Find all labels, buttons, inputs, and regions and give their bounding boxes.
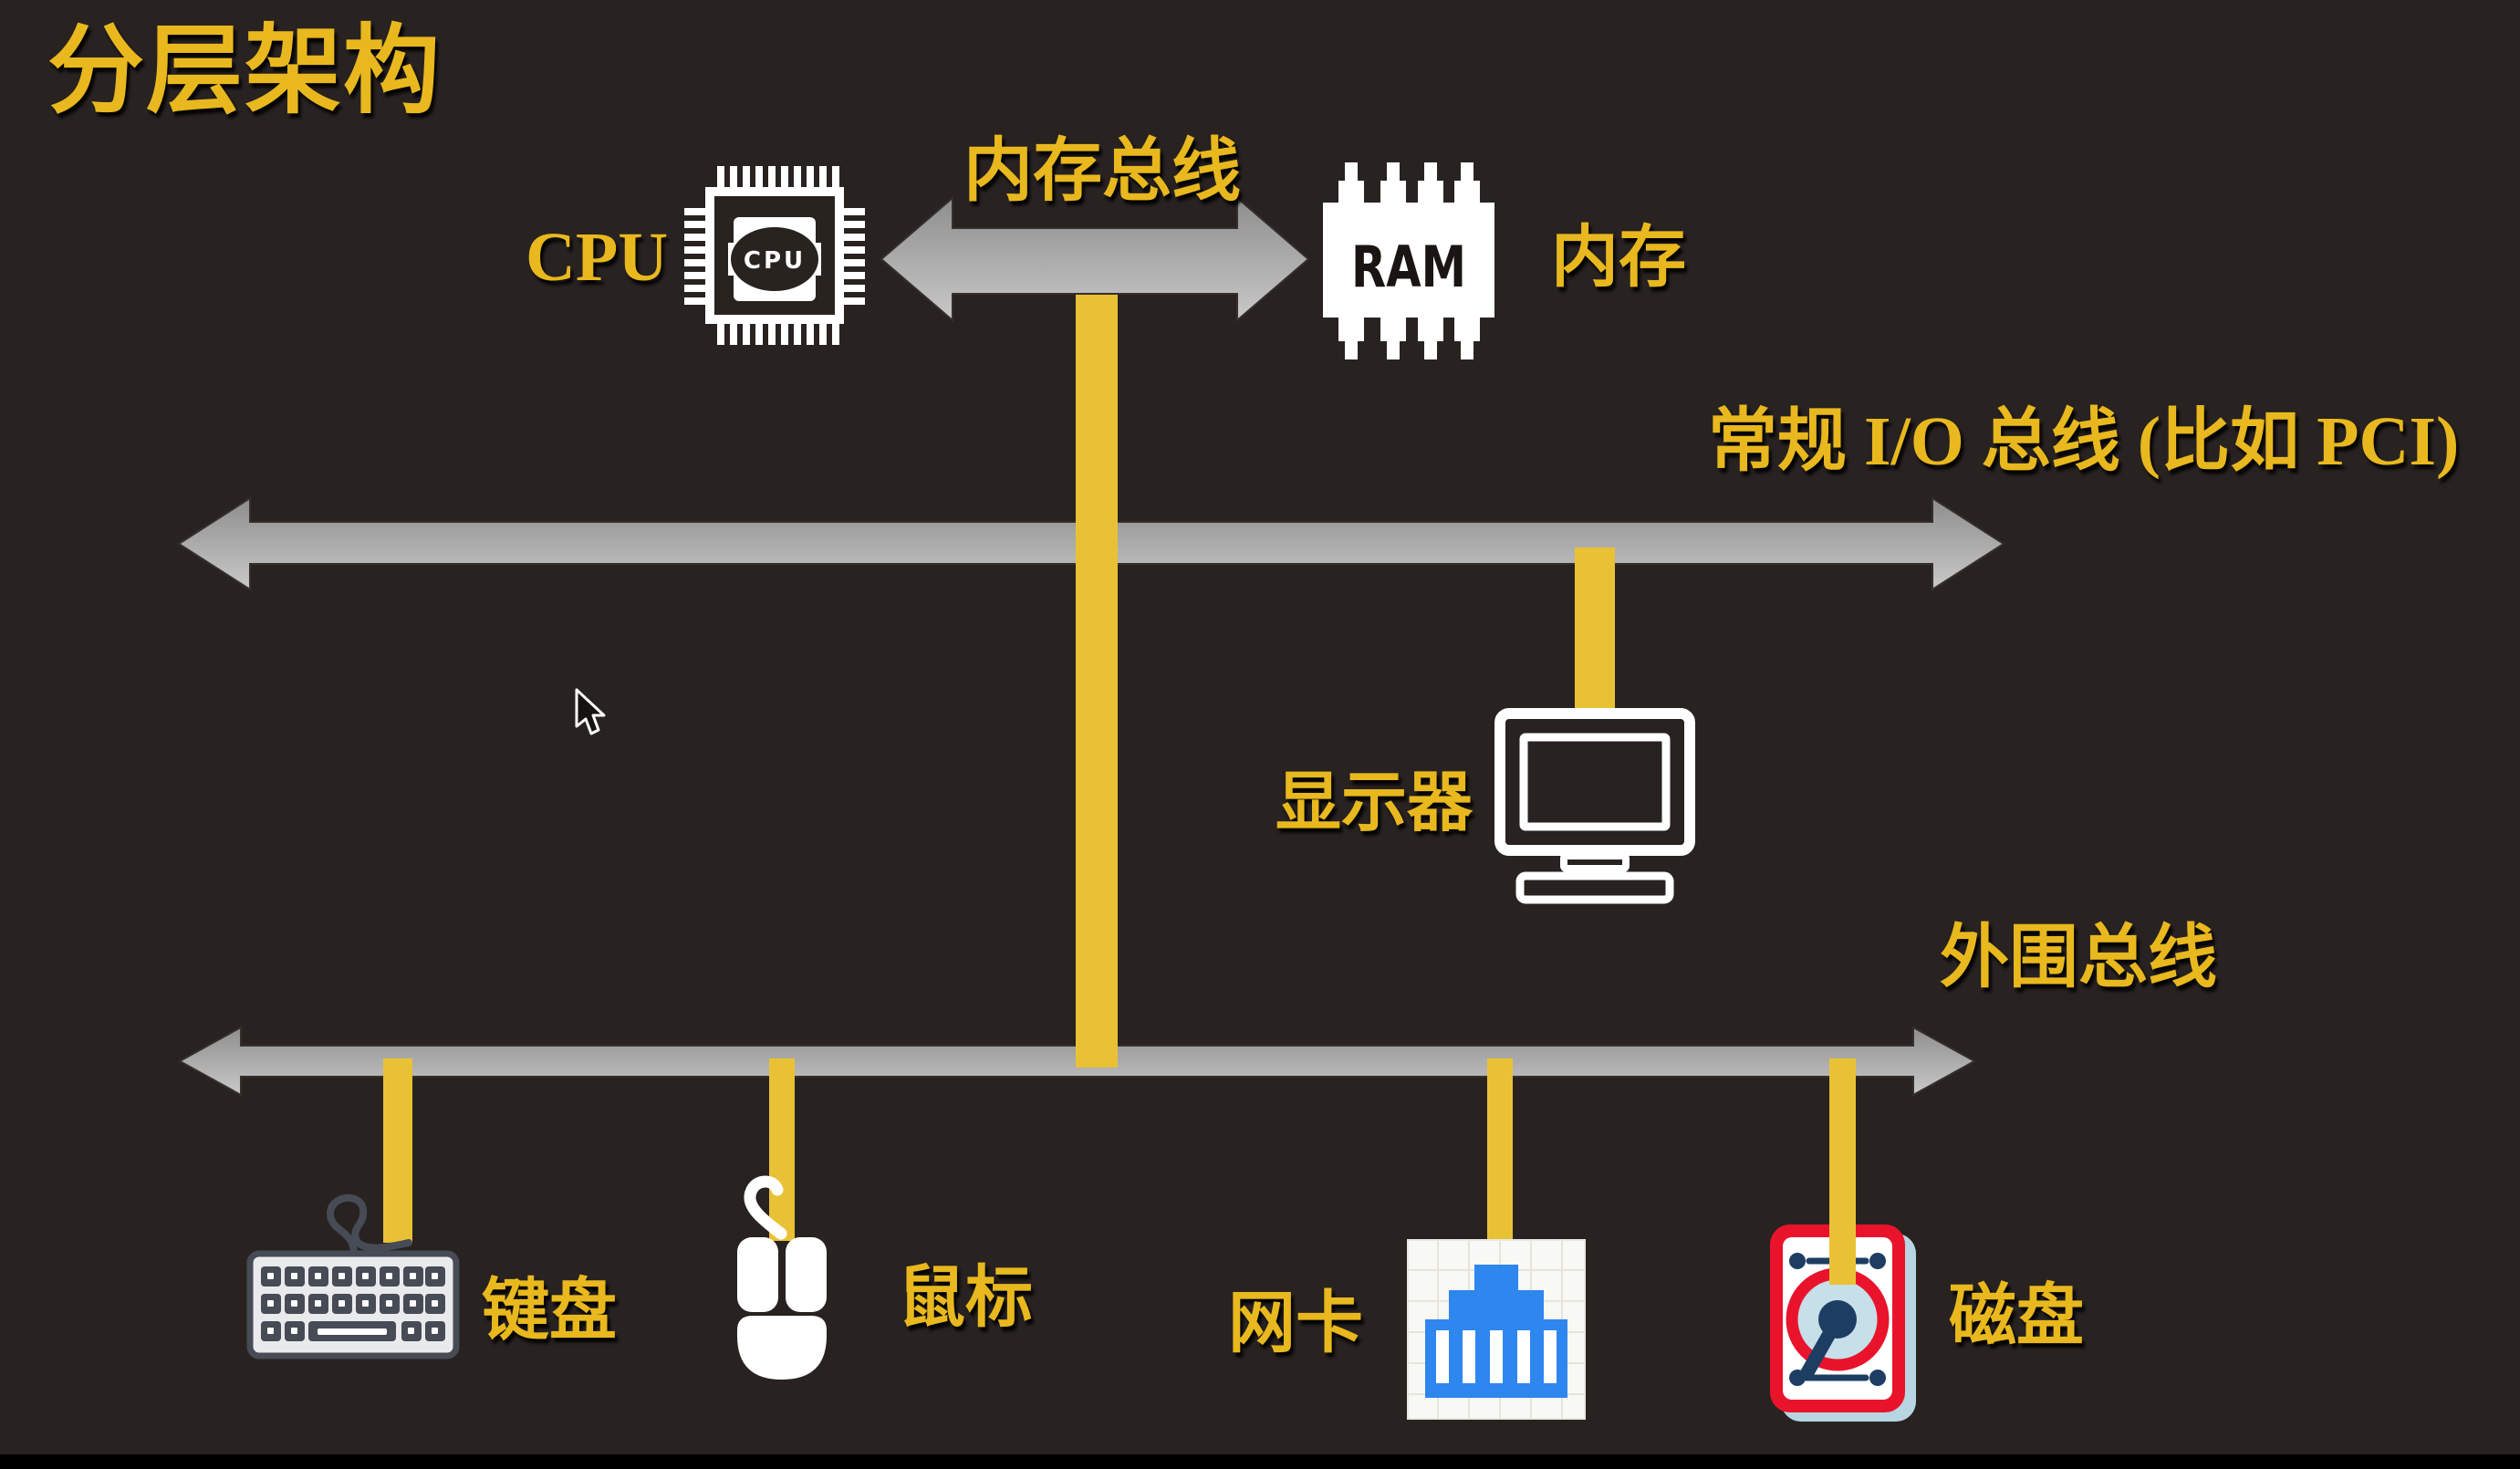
disk-caption: 磁盘	[1949, 1279, 2084, 1354]
memory-bus-label: 内存总线	[963, 133, 1241, 210]
monitor-icon	[1494, 708, 1695, 904]
mouse-cursor-icon	[575, 688, 606, 735]
ram-chip-text: RAM	[1351, 234, 1466, 300]
cpu-chip-text: CPU	[744, 247, 806, 275]
ram-caption: 内存	[1551, 221, 1686, 296]
keyboard-caption: 键盘	[482, 1274, 617, 1349]
cpu-caption: CPU	[526, 219, 669, 296]
nic-caption: 网卡	[1228, 1287, 1363, 1361]
nic-connector	[1487, 1058, 1513, 1245]
monitor-connector	[1575, 547, 1615, 723]
disk-icon	[1770, 1224, 1916, 1422]
disk-connector	[1829, 1058, 1856, 1285]
keyboard-connector	[383, 1058, 412, 1243]
io-bus-label: 常规 I/O 总线 (比如 PCI)	[1708, 403, 2460, 480]
mouse-tail	[744, 1175, 787, 1240]
keyboard-cord	[326, 1193, 412, 1257]
letterbox-bar	[0, 1454, 2520, 1469]
network-card-icon	[1407, 1239, 1586, 1420]
mouse-caption: 鼠标	[898, 1261, 1033, 1336]
cpu-chip-icon: CPU	[684, 166, 865, 345]
page-title: 分层架构	[47, 18, 442, 125]
cpu-to-peripheral-connector	[1076, 266, 1118, 1068]
peripheral-bus-label: 外围总线	[1940, 920, 2217, 996]
mouse-connector	[769, 1058, 795, 1241]
monitor-caption: 显示器	[1276, 766, 1473, 839]
memory-bus-arrow	[880, 195, 1310, 323]
keyboard-icon	[246, 1193, 460, 1360]
ram-chip-icon: RAM	[1323, 162, 1494, 359]
mouse-icon	[737, 1175, 827, 1380]
